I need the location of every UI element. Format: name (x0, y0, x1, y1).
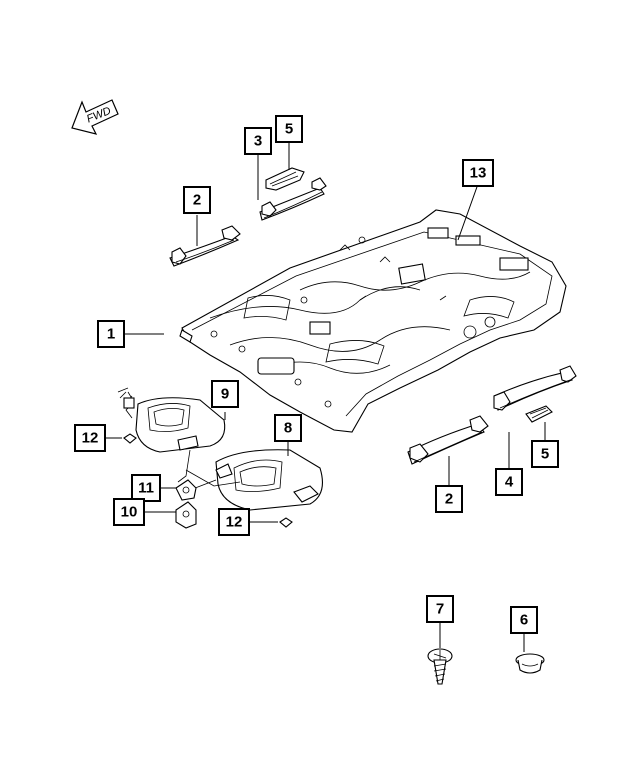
callout-label: 4 (505, 474, 514, 491)
callout-4: 4 (495, 468, 523, 496)
callout-label: 5 (285, 121, 293, 138)
callout-label: 2 (445, 491, 453, 508)
forward-arrow-icon: FWD (71, 99, 119, 135)
retainer-clip-illustration (123, 433, 293, 528)
callout-label: 10 (121, 504, 138, 521)
callout-2-top-left: 2 (183, 186, 211, 214)
callout-3: 3 (244, 127, 272, 155)
callout-label: 3 (254, 133, 262, 150)
grab-handle-lower-illustration (407, 415, 489, 465)
callout-5-right: 5 (531, 440, 559, 468)
callout-label: 7 (436, 601, 444, 618)
callout-label: 1 (107, 326, 115, 343)
callout-6: 6 (510, 606, 538, 634)
visor-clip-illustration (175, 479, 197, 529)
callout-11: 11 (131, 474, 161, 502)
callout-10: 10 (113, 498, 145, 526)
callout-8: 8 (274, 414, 302, 442)
callout-9: 9 (211, 380, 239, 408)
callout-label: 6 (520, 612, 528, 629)
headliner-illustration (179, 209, 567, 433)
callout-1: 1 (97, 320, 125, 348)
sun-visor-left-illustration (117, 387, 226, 483)
callout-12-left: 12 (74, 424, 106, 452)
callout-label: 5 (541, 446, 549, 463)
grab-handle-right-illustration (493, 365, 577, 423)
callout-label: 9 (221, 386, 229, 403)
callout-13: 13 (462, 159, 494, 187)
screw-illustration (427, 648, 453, 685)
push-pin-illustration (515, 653, 545, 674)
sun-visor-right-illustration (185, 449, 323, 511)
callout-label: 8 (284, 420, 292, 437)
grab-handle-bracket-illustration (259, 167, 327, 221)
callout-5-top: 5 (275, 115, 303, 143)
callout-label: 11 (138, 480, 154, 497)
grab-handle-illustration (169, 225, 241, 267)
leader-lines (105, 141, 546, 652)
callout-7: 7 (426, 595, 454, 623)
callout-label: 2 (193, 192, 201, 209)
callout-label: 12 (226, 514, 243, 531)
callout-label: 12 (82, 430, 99, 447)
callout-12-bottom: 12 (218, 508, 250, 536)
callout-2-bottom: 2 (435, 485, 463, 513)
callout-label: 13 (470, 165, 487, 182)
